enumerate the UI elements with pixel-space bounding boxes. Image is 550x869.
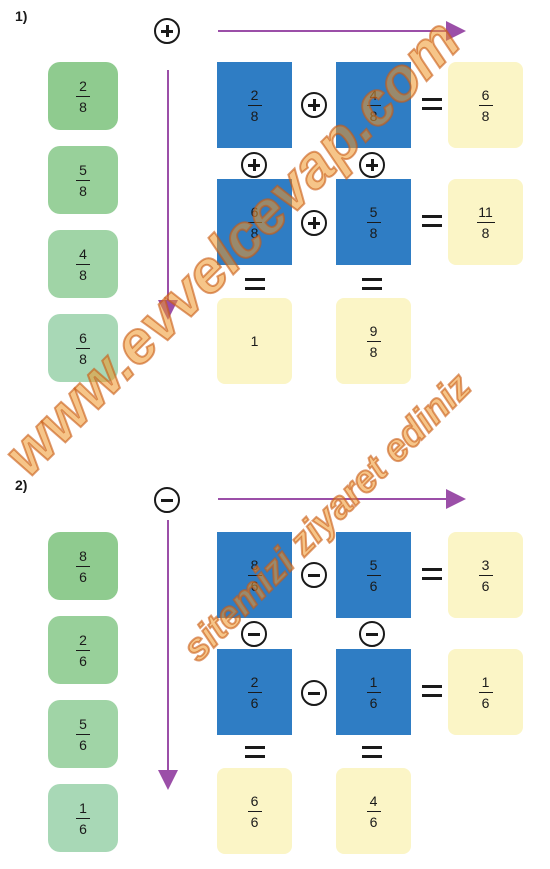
minus-icon (154, 487, 180, 513)
equals-icon (362, 278, 382, 290)
problem-2-number: 2) (15, 477, 28, 493)
plus-icon (301, 210, 327, 236)
minus-icon (359, 621, 385, 647)
minus-icon (241, 621, 267, 647)
equals-icon (422, 98, 442, 110)
equals-icon (422, 568, 442, 580)
equals-icon (422, 215, 442, 227)
equals-icon (245, 278, 265, 290)
problem-1-number: 1) (15, 8, 28, 24)
plus-icon (359, 152, 385, 178)
minus-icon (301, 680, 327, 706)
plus-icon (241, 152, 267, 178)
result-box: 1 (217, 298, 292, 384)
equals-icon (245, 746, 265, 758)
minus-icon (301, 562, 327, 588)
equals-icon (422, 685, 442, 697)
equals-icon (362, 746, 382, 758)
plus-icon (301, 92, 327, 118)
plus-icon (154, 18, 180, 44)
